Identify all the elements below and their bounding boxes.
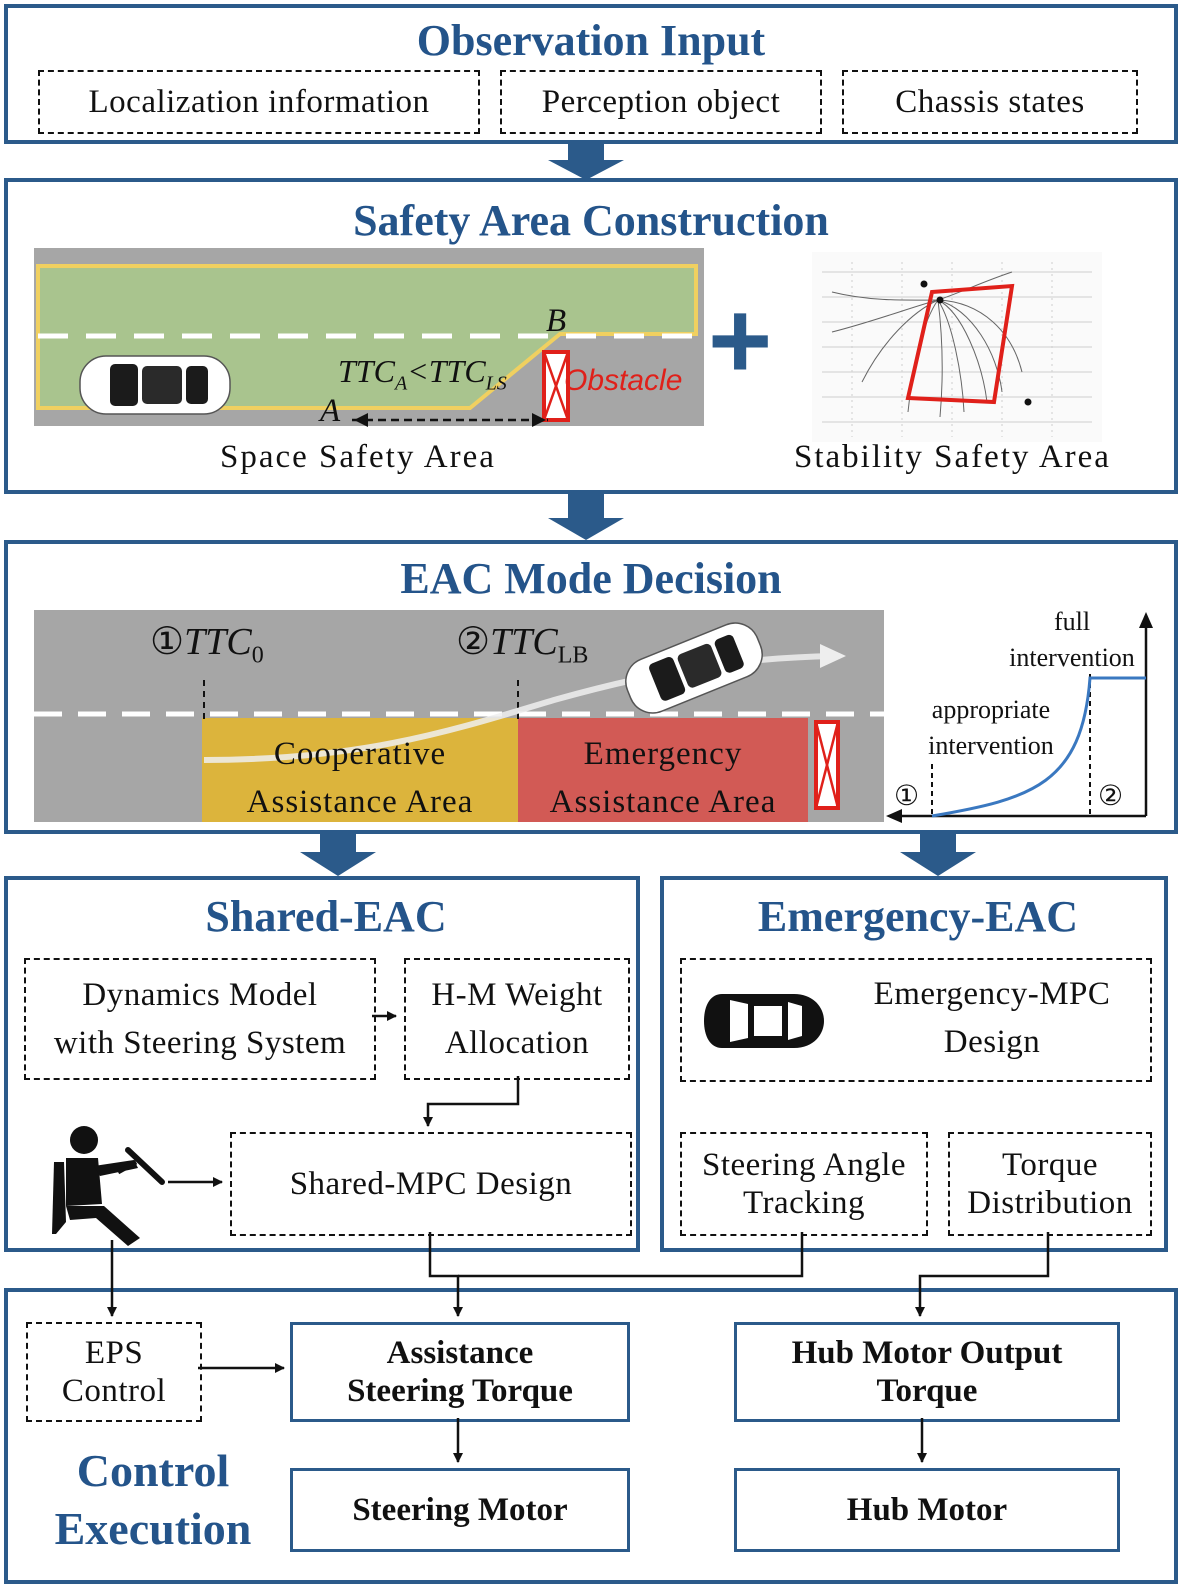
emergency-car-icon <box>704 994 824 1048</box>
chassis-box: Chassis states <box>842 70 1138 134</box>
safety-panel: Safety Area Construction A B TTCA<TTCLS … <box>4 178 1178 494</box>
ttc-a-sub: A <box>394 372 408 395</box>
shared-mpc-label: Shared-MPC Design <box>289 1166 573 1202</box>
hub-motor-box: Hub Motor <box>734 1468 1120 1552</box>
car-icon <box>79 355 231 415</box>
full-intervention-label: full intervention <box>1009 607 1135 672</box>
space-safety-illustration <box>34 248 704 427</box>
shared-mpc-box: Shared-MPC Design <box>230 1132 632 1236</box>
curve-marker-1: ① <box>894 781 920 812</box>
ttc-a-base: TTC <box>338 353 395 389</box>
emergency-area-label: Emergency Assistance Area <box>549 736 777 820</box>
control-title: Control Execution <box>54 1445 252 1554</box>
obstacle-label: Obstacle <box>564 364 683 397</box>
hm-weight-box: H-M Weight Allocation <box>404 958 630 1080</box>
ttclb-sub: LB <box>557 642 589 669</box>
safety-title: Safety Area Construction <box>353 196 829 245</box>
perception-label: Perception object <box>541 84 781 120</box>
ttclb-base: TTC <box>490 621 558 663</box>
dynamics-model-box: Dynamics Model with Steering System <box>24 958 376 1080</box>
mode-obstacle-icon <box>814 720 840 810</box>
shared-eac-panel: Shared-EAC Dynamics Model with Steering … <box>4 876 640 1252</box>
ttclb-label: ②TTCLB <box>456 620 588 678</box>
chassis-label: Chassis states <box>895 84 1085 120</box>
shared-eac-title: Shared-EAC <box>205 892 447 941</box>
arrow-down-icon <box>548 494 624 540</box>
obstacle-icon <box>542 350 570 422</box>
ttc0-base: TTC <box>184 621 252 663</box>
ttc0-num: ① <box>150 621 185 663</box>
ttc-op: < <box>407 353 429 389</box>
mode-panel: EAC Mode Decision ①TTC0 ②TTCLB Cooperati… <box>4 540 1178 834</box>
torque-distribution-box: Torque Distribution <box>948 1132 1152 1236</box>
stability-safety-label: Stability Safety Area <box>794 439 1111 475</box>
steering-motor-box: Steering Motor <box>290 1468 630 1552</box>
emergency-mpc-box: Emergency-MPC Design <box>680 958 1152 1082</box>
ttclb-num: ② <box>456 621 491 663</box>
intervention-curve-chart <box>886 612 1153 823</box>
perception-box: Perception object <box>500 70 822 134</box>
arrow-down-icon <box>548 144 624 180</box>
eps-control-box: EPS Control <box>26 1322 202 1422</box>
curve-marker-2: ② <box>1098 781 1124 812</box>
steering-motor-label: Steering Motor <box>352 1492 568 1528</box>
stability-safety-illustration <box>812 252 1102 442</box>
hub-output-box: Hub Motor Output Torque <box>734 1322 1120 1422</box>
appropriate-intervention-label: appropriate intervention <box>928 695 1054 760</box>
steering-angle-box: Steering Angle Tracking <box>680 1132 928 1236</box>
observation-title: Observation Input <box>416 16 766 65</box>
mode-title: EAC Mode Decision <box>400 554 782 603</box>
emergency-eac-panel: Emergency-EAC Emergency-MPC Design Steer… <box>660 876 1168 1252</box>
space-safety-label: Space Safety Area <box>220 439 496 475</box>
arrow-down-icon <box>900 834 976 876</box>
ttc-ls-base: TTC <box>428 353 486 389</box>
ttc0-label: ①TTC0 <box>150 620 264 678</box>
point-a-label: A <box>320 393 341 429</box>
emergency-eac-title: Emergency-EAC <box>757 892 1079 941</box>
road-illustration <box>34 610 884 822</box>
ttc-ls-sub: LS <box>485 372 507 395</box>
localization-box: Localization information <box>38 70 480 134</box>
driver-icon <box>52 1126 165 1246</box>
plus-sign: + <box>708 279 773 402</box>
observation-panel: Observation Input Localization informati… <box>4 4 1178 144</box>
control-panel: EPS Control Assistance Steering Torque S… <box>4 1288 1178 1584</box>
point-b-label: B <box>546 303 567 339</box>
emergency-mpc-label: Emergency-MPC Design <box>873 976 1111 1060</box>
ttc-condition: TTCA<TTCLS <box>338 352 507 402</box>
assistance-torque-box: Assistance Steering Torque <box>290 1322 630 1422</box>
cooperative-area-label: Cooperative Assistance Area <box>246 736 474 820</box>
hub-motor-label: Hub Motor <box>846 1492 1008 1528</box>
arrow-down-icon <box>300 834 376 876</box>
localization-label: Localization information <box>88 84 430 120</box>
mode-car-icon <box>625 622 763 714</box>
ttc0-sub: 0 <box>251 642 264 669</box>
